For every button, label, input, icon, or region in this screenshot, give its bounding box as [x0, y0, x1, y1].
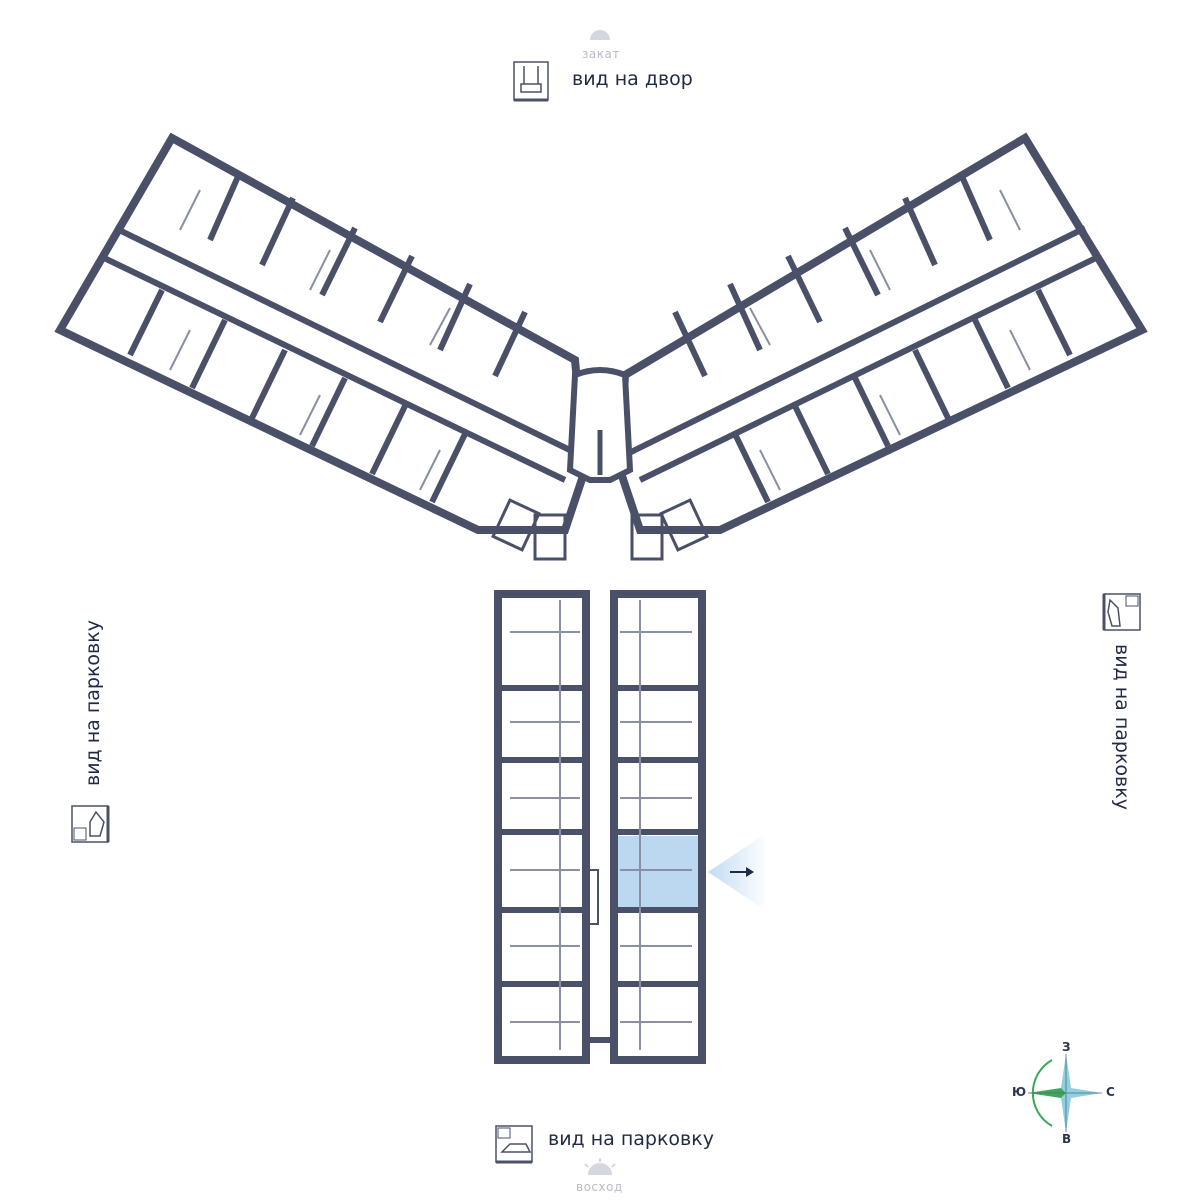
- sun-icon: [584, 1158, 616, 1175]
- parking-icon: [495, 1125, 533, 1164]
- highlighted-apartment[interactable]: [618, 836, 698, 908]
- compass-icon: [1028, 1054, 1102, 1132]
- view-label-top: вид на двор: [572, 68, 693, 90]
- compass-west-label: Ю: [1012, 1085, 1027, 1099]
- right-wing-shape: [615, 132, 1148, 561]
- view-label-right: вид на парковку: [1111, 644, 1133, 810]
- compass-east-label: С: [1106, 1085, 1115, 1099]
- south-wing: [494, 590, 706, 1064]
- central-hub: [566, 367, 634, 483]
- compass-south-label: В: [1062, 1132, 1072, 1146]
- view-direction-icon: [708, 832, 768, 912]
- parking-icon: [1102, 593, 1141, 631]
- sun-icon: [590, 30, 610, 40]
- view-label-left: вид на парковку: [82, 620, 104, 786]
- playground-icon: [513, 61, 549, 102]
- view-label-bottom: вид на парковку: [548, 1128, 714, 1150]
- left-wing-shape: [54, 132, 590, 561]
- parking-icon: [71, 805, 110, 843]
- sun-label-bottom: восход: [576, 1180, 623, 1194]
- sun-label-top: закат: [582, 47, 620, 61]
- compass-north-label: З: [1062, 1040, 1071, 1054]
